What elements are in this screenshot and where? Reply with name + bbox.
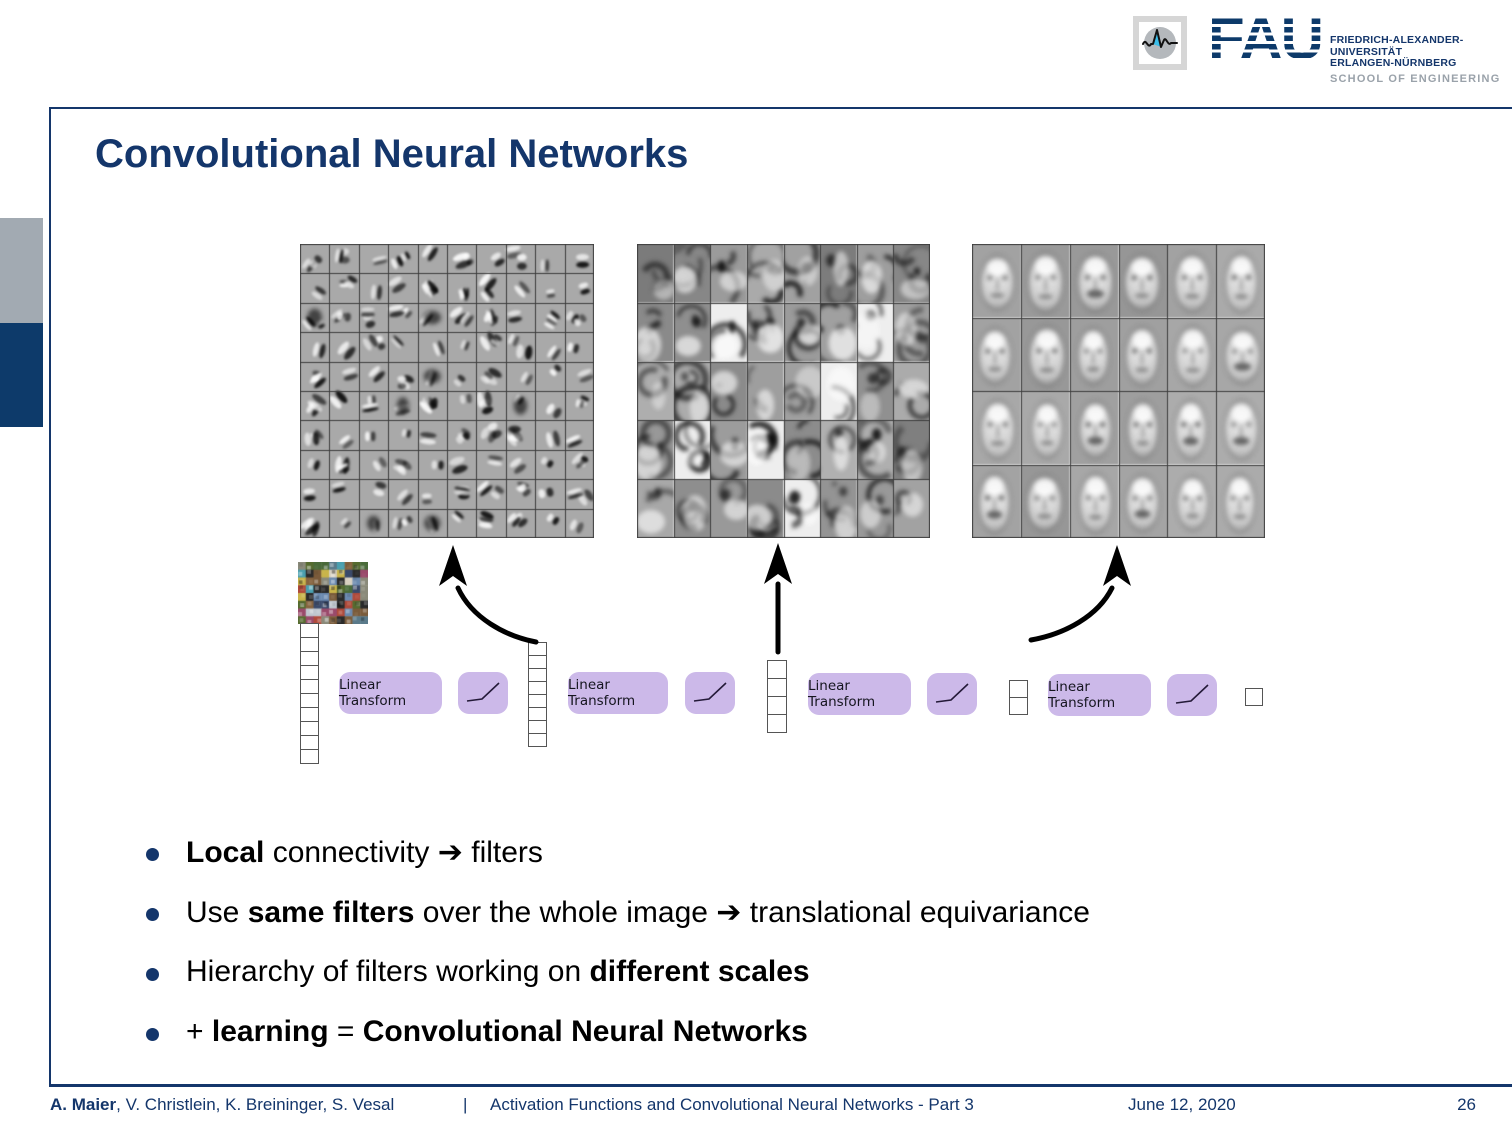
text-segment: different scales [589, 955, 810, 988]
vector-cell [528, 720, 547, 734]
bullet-icon [146, 908, 159, 921]
vector-cell [300, 623, 319, 638]
text-segment: learning [211, 1015, 329, 1048]
bullet-item: Use same filters over the whole image ➔ … [146, 895, 1090, 930]
text-segment: , V. Christlein, K. Breininger, S. Vesal [116, 1095, 395, 1114]
text-segment: + [186, 1015, 212, 1048]
university-name: FRIEDRICH-ALEXANDER- UNIVERSITÄT ERLANGE… [1330, 34, 1464, 69]
bullet-icon [146, 1028, 159, 1041]
text-segment: Hierarchy of filters working on [186, 955, 590, 988]
vector-cell [1009, 680, 1028, 698]
level1-edge-filters-image [300, 244, 594, 538]
vector-cell [767, 714, 787, 733]
bullet-item: Hierarchy of filters working on differen… [146, 955, 810, 989]
vector-cell [1245, 688, 1263, 706]
footer-divider-line [49, 1084, 1512, 1087]
slide-title: Convolutional Neural Networks [95, 132, 689, 176]
level2-part-filters-image [637, 244, 930, 538]
vector-cell [528, 668, 547, 682]
vector-cell [767, 678, 787, 697]
bullet-text: Hierarchy of filters working on differen… [186, 955, 810, 989]
text-segment: Local [186, 836, 265, 869]
vector-cell [528, 655, 547, 669]
bullet-text: Local connectivity ➔ filters [186, 835, 543, 870]
hidden-vector-1 [528, 642, 547, 747]
bullet-item: + learning = Convolutional Neural Networ… [146, 1015, 808, 1049]
linear-transform-box-1: Linear Transform [339, 672, 442, 714]
vector-cell [528, 694, 547, 708]
arrow-to-level1-icon [439, 545, 539, 645]
arrow-to-level3-icon [1028, 545, 1131, 643]
bullet-item: Local connectivity ➔ filters [146, 835, 543, 870]
linear-transform-box-4: Linear Transform [1048, 674, 1151, 716]
vector-cell [767, 696, 787, 715]
vector-cell [300, 679, 319, 694]
bullet-text: + learning = Convolutional Neural Networ… [186, 1015, 808, 1049]
relu-icon [1167, 674, 1217, 716]
relu-icon [685, 672, 735, 714]
vector-cell [300, 637, 319, 652]
vector-cell [300, 651, 319, 666]
text-segment: same filters [247, 896, 415, 929]
text-segment: = [328, 1015, 363, 1048]
output-vector [1245, 688, 1263, 706]
bullet-icon [146, 968, 159, 981]
vector-cell [528, 681, 547, 695]
content-border-left [49, 107, 51, 1087]
relu-icon [927, 673, 977, 715]
input-vector [300, 623, 319, 764]
footer-separator: | [463, 1095, 468, 1114]
linear-transform-box-3: Linear Transform [808, 673, 911, 715]
level3-face-filters-image [972, 244, 1265, 538]
school-of-engineering-label: SCHOOL OF ENGINEERING [1330, 73, 1501, 85]
text-segment: over the whole image ➔ translational equ… [414, 896, 1090, 929]
vector-cell [528, 642, 547, 656]
text-segment: Use [186, 896, 248, 929]
bullet-text: Use same filters over the whole image ➔ … [186, 895, 1090, 930]
vector-cell [528, 707, 547, 721]
vector-cell [300, 707, 319, 722]
footer-date: June 12, 2020 [1128, 1095, 1236, 1114]
content-border-top [49, 107, 1512, 109]
hidden-vector-3 [1009, 680, 1028, 715]
footer-authors: A. Maier, V. Christlein, K. Breininger, … [50, 1095, 394, 1115]
vector-cell [767, 660, 787, 679]
text-segment: Convolutional Neural Networks [362, 1015, 808, 1048]
linear-transform-box-2: Linear Transform [568, 672, 668, 714]
left-navy-block [0, 323, 43, 427]
footer-page-number: 26 [1457, 1095, 1476, 1114]
footer-lecture-title: Activation Functions and Convolutional N… [490, 1095, 974, 1114]
vector-cell [300, 721, 319, 736]
vector-cell [300, 693, 319, 708]
relu-icon [458, 672, 508, 714]
lab-logo-icon [1133, 16, 1187, 70]
vector-cell [300, 735, 319, 750]
vector-cell [1009, 697, 1028, 715]
fau-logo: FAU [1208, 5, 1324, 72]
vector-cell [528, 733, 547, 747]
text-segment: A. Maier [50, 1095, 117, 1114]
left-gray-block [0, 218, 43, 323]
vector-cell [300, 749, 319, 764]
text-segment: connectivity ➔ filters [264, 836, 543, 869]
input-image-patches [298, 562, 368, 624]
arrow-to-level2-icon [764, 543, 792, 655]
hidden-vector-2 [767, 660, 787, 733]
vector-cell [300, 665, 319, 680]
bullet-icon [146, 848, 159, 861]
